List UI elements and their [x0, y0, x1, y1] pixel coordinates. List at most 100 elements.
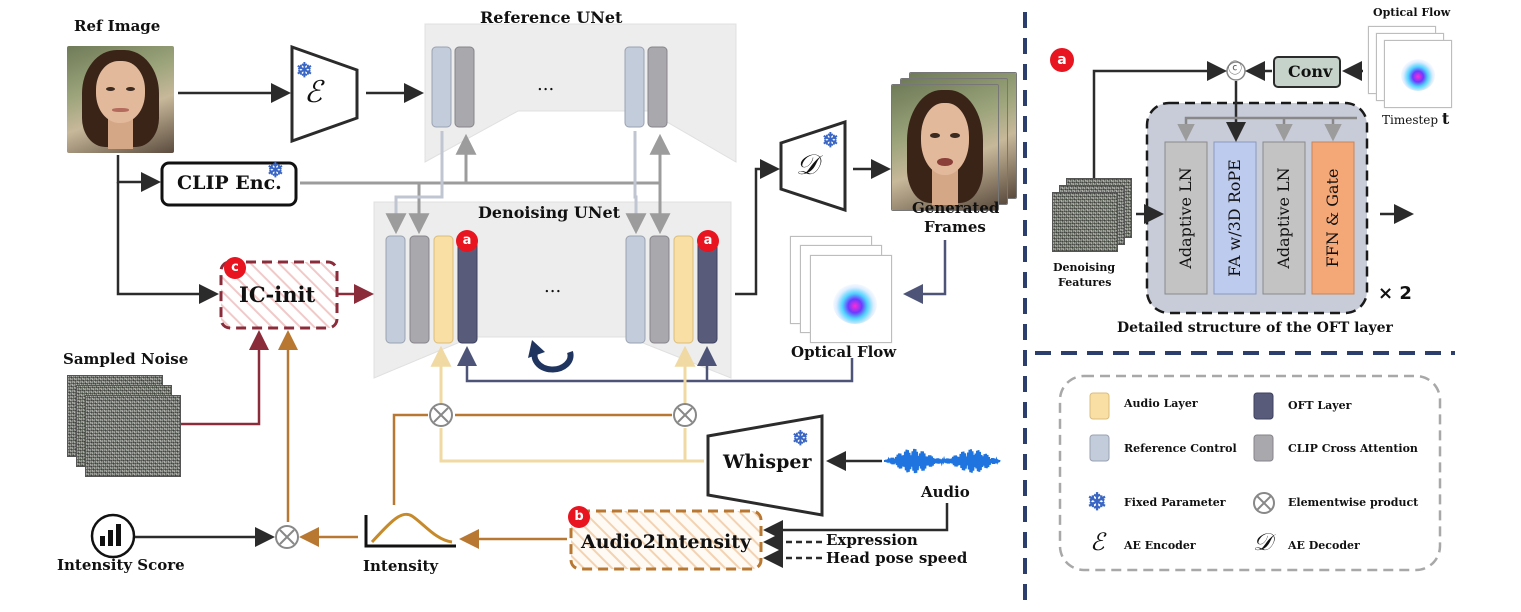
legend-swatch-oft-layer	[1253, 392, 1274, 420]
oft-timestep-text: Timestep	[1382, 113, 1439, 127]
denoising-loop-icon	[531, 348, 574, 373]
arrow-frames-to-flow	[903, 240, 947, 304]
badge-c: c	[224, 257, 246, 279]
ref-unet-clip-bar-left	[454, 46, 475, 128]
den-unet-oft-bar-2	[697, 235, 718, 344]
whisper-label: Whisper	[723, 451, 812, 473]
oft-conv-box	[1273, 56, 1341, 88]
legend-swatch-audio-layer	[1089, 392, 1110, 420]
intensity-score-label: Intensity Score	[57, 556, 185, 574]
legend-swatch-clip-cross-attention	[1253, 434, 1274, 462]
arrow-flow-to-oft	[457, 346, 854, 383]
intensity-label: Intensity	[363, 557, 439, 575]
ae-encoder-shape	[290, 44, 359, 144]
den-unet-oft-bar-1	[457, 235, 478, 344]
generated-frames-label-line2: Frames	[924, 218, 986, 236]
intensity-curve	[370, 512, 453, 544]
ref-unet-ellipsis: ...	[537, 74, 555, 95]
sampled-noise-label: Sampled Noise	[63, 350, 189, 368]
legend-label-fixed-parameter: Fixed Parameter	[1124, 496, 1226, 509]
optical-flow-frame-1	[810, 255, 892, 343]
oft-optical-flow-label: Optical Flow	[1373, 6, 1451, 19]
oft-times-two-label: × 2	[1378, 283, 1412, 304]
legend-label-ae-encoder: AE Encoder	[1124, 539, 1196, 552]
legend-label-oft-layer: OFT Layer	[1288, 399, 1352, 412]
arrow-refcontrol-left	[385, 131, 444, 235]
generated-frame-front	[891, 84, 999, 211]
oft-block-fa-3d-rope	[1213, 141, 1257, 295]
arrow-refcontrol-right	[625, 131, 647, 235]
arrow-unet-to-decoder	[735, 159, 780, 296]
ref-unet-reference-control-bar-right	[624, 46, 645, 128]
snowflake-icon: ❄	[296, 58, 313, 82]
arrow-ref-to-icinit	[116, 182, 219, 304]
badge-a-den-right: a	[697, 230, 719, 252]
legend-label-ae-decoder: AE Decoder	[1288, 539, 1360, 552]
audio-label: Audio	[921, 483, 970, 501]
den-unet-ellipsis: ...	[544, 276, 562, 297]
ref-unet-reference-control-bar-left	[431, 46, 452, 128]
den-unet-clip-bar-1	[409, 235, 430, 344]
denoising-unet-label: Denoising UNet	[478, 203, 621, 222]
oft-conv-label: Conv	[1288, 62, 1333, 81]
ae-decoder-shape	[779, 119, 847, 213]
audio2intensity-label: Audio2Intensity	[581, 531, 752, 553]
oft-concat-symbol: ⓒ	[1228, 61, 1242, 77]
snowflake-icon: ❄	[792, 426, 809, 450]
audio-waveform	[884, 448, 1001, 474]
oft-block-label-adaptive-ln-2: Adaptive LN	[1274, 167, 1293, 269]
legend-swatch-reference-control	[1089, 434, 1110, 462]
oft-block-label-ffn-gate: FFN & Gate	[1323, 168, 1342, 268]
whisper-encoder-shape	[706, 414, 824, 517]
head-pose-speed-label: Head pose speed	[826, 549, 968, 567]
badge-b: b	[568, 506, 590, 528]
arrow-ref-to-clip	[116, 155, 161, 192]
denoising-features-frame-1	[1052, 192, 1118, 252]
den-unet-reference-control-bar-1	[385, 235, 406, 344]
oft-caption: Detailed structure of the OFT layer	[1117, 320, 1393, 336]
audio2intensity-box	[569, 509, 763, 571]
oft-block-adaptive-ln-2	[1262, 141, 1306, 295]
legend-label-reference-control: Reference Control	[1124, 442, 1237, 455]
ref-image-photo	[67, 46, 174, 153]
decoder-symbol: 𝒟	[796, 148, 819, 181]
expression-label: Expression	[826, 531, 918, 549]
legend-decoder-symbol: 𝒟	[1253, 528, 1273, 556]
snowflake-icon: ❄	[267, 158, 284, 182]
arrow-whisper-to-audio-layers	[439, 428, 704, 463]
legend-label-audio-layer: Audio Layer	[1124, 397, 1198, 410]
ic-init-label: IC-init	[239, 282, 316, 307]
legend-encoder-symbol: ℰ	[1090, 528, 1105, 556]
badge-a-oft: a	[1050, 48, 1074, 72]
clip-encoder-box	[160, 161, 298, 207]
den-unet-clip-bar-2	[649, 235, 670, 344]
legend-label-clip-cross-attention: CLIP Cross Attention	[1288, 442, 1418, 455]
oft-timestep-var: t	[1441, 109, 1450, 128]
arrow-audio-to-a2i	[763, 503, 949, 540]
oft-timestep-label: Timestep t	[1382, 111, 1449, 127]
den-unet-audio-bar-2	[673, 235, 694, 344]
encoder-symbol: ℰ	[304, 75, 323, 110]
oft-block-adaptive-ln-1	[1164, 141, 1208, 295]
legend-snowflake-icon: ❄	[1087, 487, 1108, 516]
badge-a-den-left: a	[456, 230, 478, 252]
den-unet-audio-bar-1	[433, 235, 454, 344]
clip-enc-label: CLIP Enc.	[177, 172, 282, 194]
legend-label-elementwise-product: Elementwise product	[1288, 496, 1419, 509]
sampled-noise-frame-1	[85, 395, 181, 477]
ref-image-label: Ref Image	[74, 17, 161, 35]
oft-denoising-features-line2: Features	[1058, 276, 1112, 289]
generated-frames-label-line1: Generated	[912, 199, 1000, 217]
optical-flow-label: Optical Flow	[791, 343, 897, 361]
den-unet-reference-control-bar-2	[625, 235, 646, 344]
intensity-plot-axes	[364, 515, 456, 548]
snowflake-icon: ❄	[822, 128, 839, 152]
ref-unet-clip-bar-right	[647, 46, 668, 128]
legend-box	[1058, 374, 1442, 572]
oft-block-label-adaptive-ln-1: Adaptive LN	[1176, 167, 1195, 269]
arrow-noise-to-icinit	[177, 330, 269, 426]
oft-denoising-features-line1: Denoising	[1053, 261, 1116, 274]
reference-unet-label: Reference UNet	[480, 8, 623, 27]
